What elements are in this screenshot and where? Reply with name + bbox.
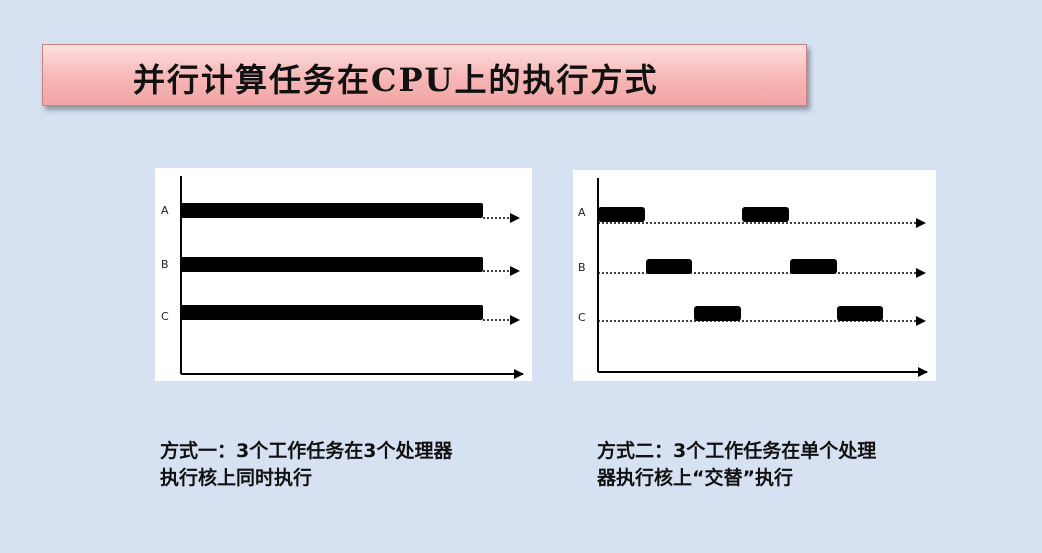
diagram-parallel-svg: A B C bbox=[161, 176, 524, 379]
task-bar-b bbox=[181, 257, 483, 272]
caption-interleaved-line-1: 方式二：3个工作任务在单个处理 bbox=[597, 440, 877, 462]
task-bar-a bbox=[181, 203, 483, 218]
lane-label-c: C bbox=[578, 311, 586, 324]
caption-interleaved-line-2: 器执行核上“交替”执行 bbox=[597, 467, 793, 489]
caption-parallel: 方式一：3个工作任务在3个处理器 执行核上同时执行 bbox=[160, 438, 520, 492]
title-banner: 并行计算任务在CPU上的执行方式 bbox=[42, 44, 807, 106]
task-bar-c bbox=[181, 305, 483, 320]
caption-parallel-line-1: 方式一：3个工作任务在3个处理器 bbox=[160, 440, 453, 462]
task-slice-c-2 bbox=[837, 306, 883, 321]
diagram-interleaved: A B C bbox=[573, 170, 936, 381]
diagram-parallel: A B C bbox=[155, 168, 532, 381]
page-title: 并行计算任务在CPU上的执行方式 bbox=[133, 61, 659, 99]
task-slice-a-1 bbox=[598, 207, 645, 222]
task-slice-c-1 bbox=[694, 306, 741, 321]
task-slice-a-2 bbox=[742, 207, 789, 222]
lane-label-c: C bbox=[161, 310, 169, 323]
lane-label-b: B bbox=[578, 261, 586, 274]
diagram-interleaved-svg: A B C bbox=[578, 178, 928, 377]
caption-parallel-line-2: 执行核上同时执行 bbox=[160, 467, 313, 489]
lane-label-a: A bbox=[578, 206, 586, 219]
task-slice-b-2 bbox=[790, 259, 837, 274]
lane-label-a: A bbox=[161, 204, 169, 217]
lane-label-b: B bbox=[161, 258, 169, 271]
caption-interleaved: 方式二：3个工作任务在单个处理 器执行核上“交替”执行 bbox=[597, 438, 957, 492]
task-slice-b-1 bbox=[646, 259, 692, 274]
